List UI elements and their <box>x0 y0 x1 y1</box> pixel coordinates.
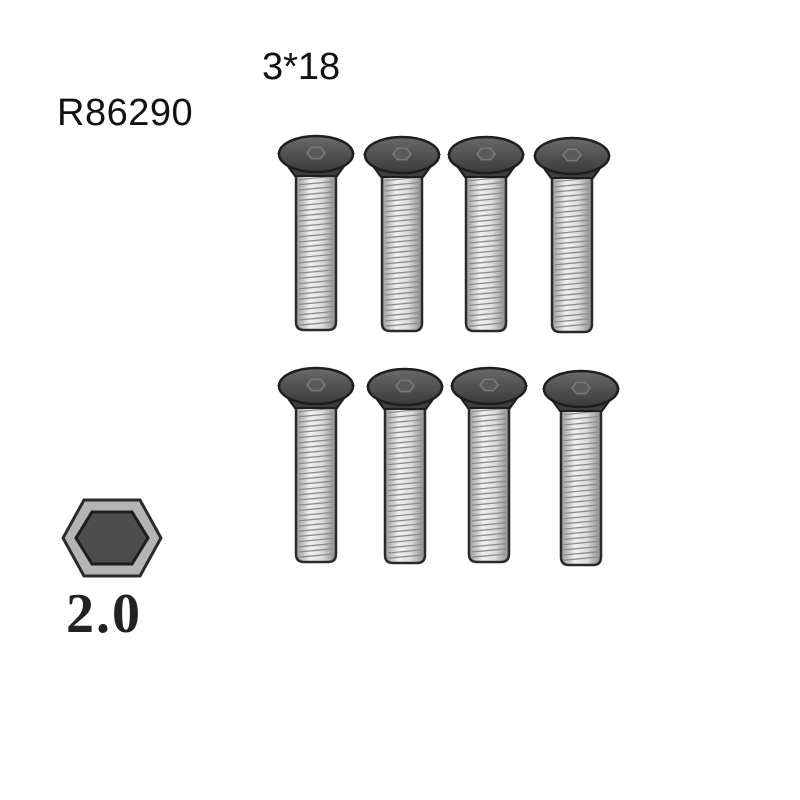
hex-socket-icon <box>60 497 164 579</box>
screw-size-label: 3*18 <box>262 46 341 88</box>
hex-key-size-label: 2.0 <box>66 583 142 645</box>
part-code-label: R86290 <box>57 92 194 134</box>
screw-icon <box>447 135 525 333</box>
screw-icon <box>366 367 444 565</box>
screw-icon <box>277 134 355 332</box>
screw-icon <box>277 366 355 564</box>
screw-icon <box>363 135 441 333</box>
screw-icon <box>542 369 620 567</box>
screw-icon <box>450 366 528 564</box>
screw-icon <box>533 136 611 334</box>
